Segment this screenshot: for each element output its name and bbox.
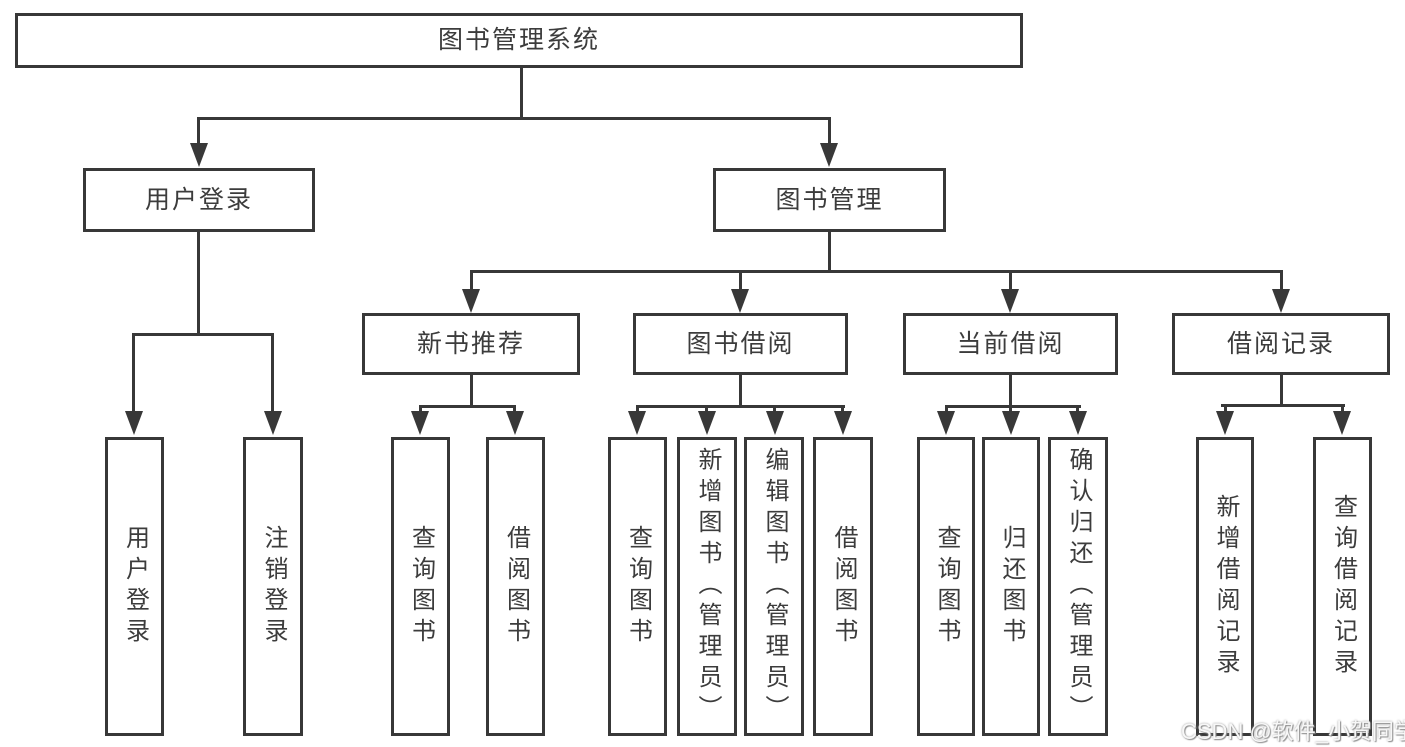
connector-g3-rail (1221, 404, 1345, 407)
connector-drop-book-borrow (739, 270, 742, 292)
watermark: CSDN @软件_小贺同学 (1181, 719, 1405, 744)
arrow-down-icon (937, 411, 955, 435)
arrow-down-icon (1069, 411, 1087, 435)
connector-level2-rail (197, 117, 831, 120)
node-login-logout: 注销登录 (243, 437, 303, 736)
connector-g1-drop4 (841, 405, 844, 415)
arrow-down-icon (411, 411, 429, 435)
arrow-down-icon (731, 289, 749, 313)
connector-drop-logout-leaf (271, 333, 274, 413)
connector-g1-rail (636, 405, 845, 408)
connector-drop-book-management (828, 117, 831, 147)
connector-login-rail (132, 333, 274, 336)
connector-root-stub (520, 68, 523, 119)
node-new-book-recommend: 新书推荐 (362, 313, 580, 375)
connector-g1-drop2 (705, 405, 708, 415)
node-cb-confirm-return-admin: 确认归还（管理员） (1048, 437, 1108, 736)
connector-g2-drop3 (1076, 405, 1079, 415)
connector-g2-drop2 (1009, 405, 1012, 415)
connector-g0-drop2 (513, 405, 516, 415)
arrow-down-icon (1216, 411, 1234, 435)
node-cb-query-book: 查询图书 (917, 437, 975, 736)
arrow-down-icon (125, 411, 143, 435)
node-br-query-record: 查询借阅记录 (1313, 437, 1372, 736)
arrow-down-icon (1002, 411, 1020, 435)
node-book-management: 图书管理 (713, 168, 946, 232)
connector-mgmt-stub (828, 232, 831, 273)
connector-g2-drop1 (945, 405, 948, 415)
node-book-borrowing: 图书借阅 (633, 313, 848, 375)
node-br-add-record: 新增借阅记录 (1196, 437, 1254, 736)
node-root: 图书管理系统 (15, 13, 1023, 68)
connector-login-stub (197, 232, 200, 335)
arrow-down-icon (628, 411, 646, 435)
node-bb-add-book-admin: 新增图书（管理员） (677, 437, 737, 736)
connector-g2-stub (1009, 375, 1012, 408)
connector-drop-user-login (197, 117, 200, 147)
node-login-user-login: 用户登录 (105, 437, 164, 736)
arrow-down-icon (820, 143, 838, 167)
connector-g3-drop2 (1341, 404, 1344, 414)
arrow-down-icon (1333, 411, 1351, 435)
arrow-down-icon (766, 411, 784, 435)
arrow-down-icon (1001, 289, 1019, 313)
connector-g1-stub (739, 375, 742, 408)
arrow-down-icon (834, 411, 852, 435)
connector-mgmt-rail (470, 270, 1283, 273)
arrow-down-icon (506, 411, 524, 435)
connector-drop-new-book (470, 270, 473, 292)
arrow-down-icon (190, 143, 208, 167)
connector-g1-drop3 (773, 405, 776, 415)
connector-g0-rail (419, 405, 516, 408)
node-cb-return-book: 归还图书 (982, 437, 1040, 736)
connector-g1-drop1 (636, 405, 639, 415)
node-nbr-query-book: 查询图书 (391, 437, 450, 736)
arrow-down-icon (462, 289, 480, 313)
node-bb-query-book: 查询图书 (608, 437, 667, 736)
connector-drop-login-leaf (132, 333, 135, 413)
connector-drop-current-borrow (1009, 270, 1012, 292)
node-current-borrowing: 当前借阅 (903, 313, 1118, 375)
node-bb-edit-book-admin: 编辑图书（管理员） (744, 437, 804, 736)
connector-g2-rail (945, 405, 1081, 408)
connector-g0-drop1 (419, 405, 422, 415)
connector-g0-stub (470, 375, 473, 408)
arrow-down-icon (698, 411, 716, 435)
node-nbr-borrow-book: 借阅图书 (486, 437, 545, 736)
node-user-login-branch: 用户登录 (83, 168, 315, 232)
arrow-down-icon (1272, 289, 1290, 313)
arrow-down-icon (264, 411, 282, 435)
node-bb-borrow-book: 借阅图书 (813, 437, 873, 736)
connector-g3-stub (1280, 375, 1283, 406)
connector-drop-borrow-records (1280, 270, 1283, 292)
node-borrowing-records: 借阅记录 (1172, 313, 1390, 375)
connector-g3-drop1 (1224, 404, 1227, 414)
